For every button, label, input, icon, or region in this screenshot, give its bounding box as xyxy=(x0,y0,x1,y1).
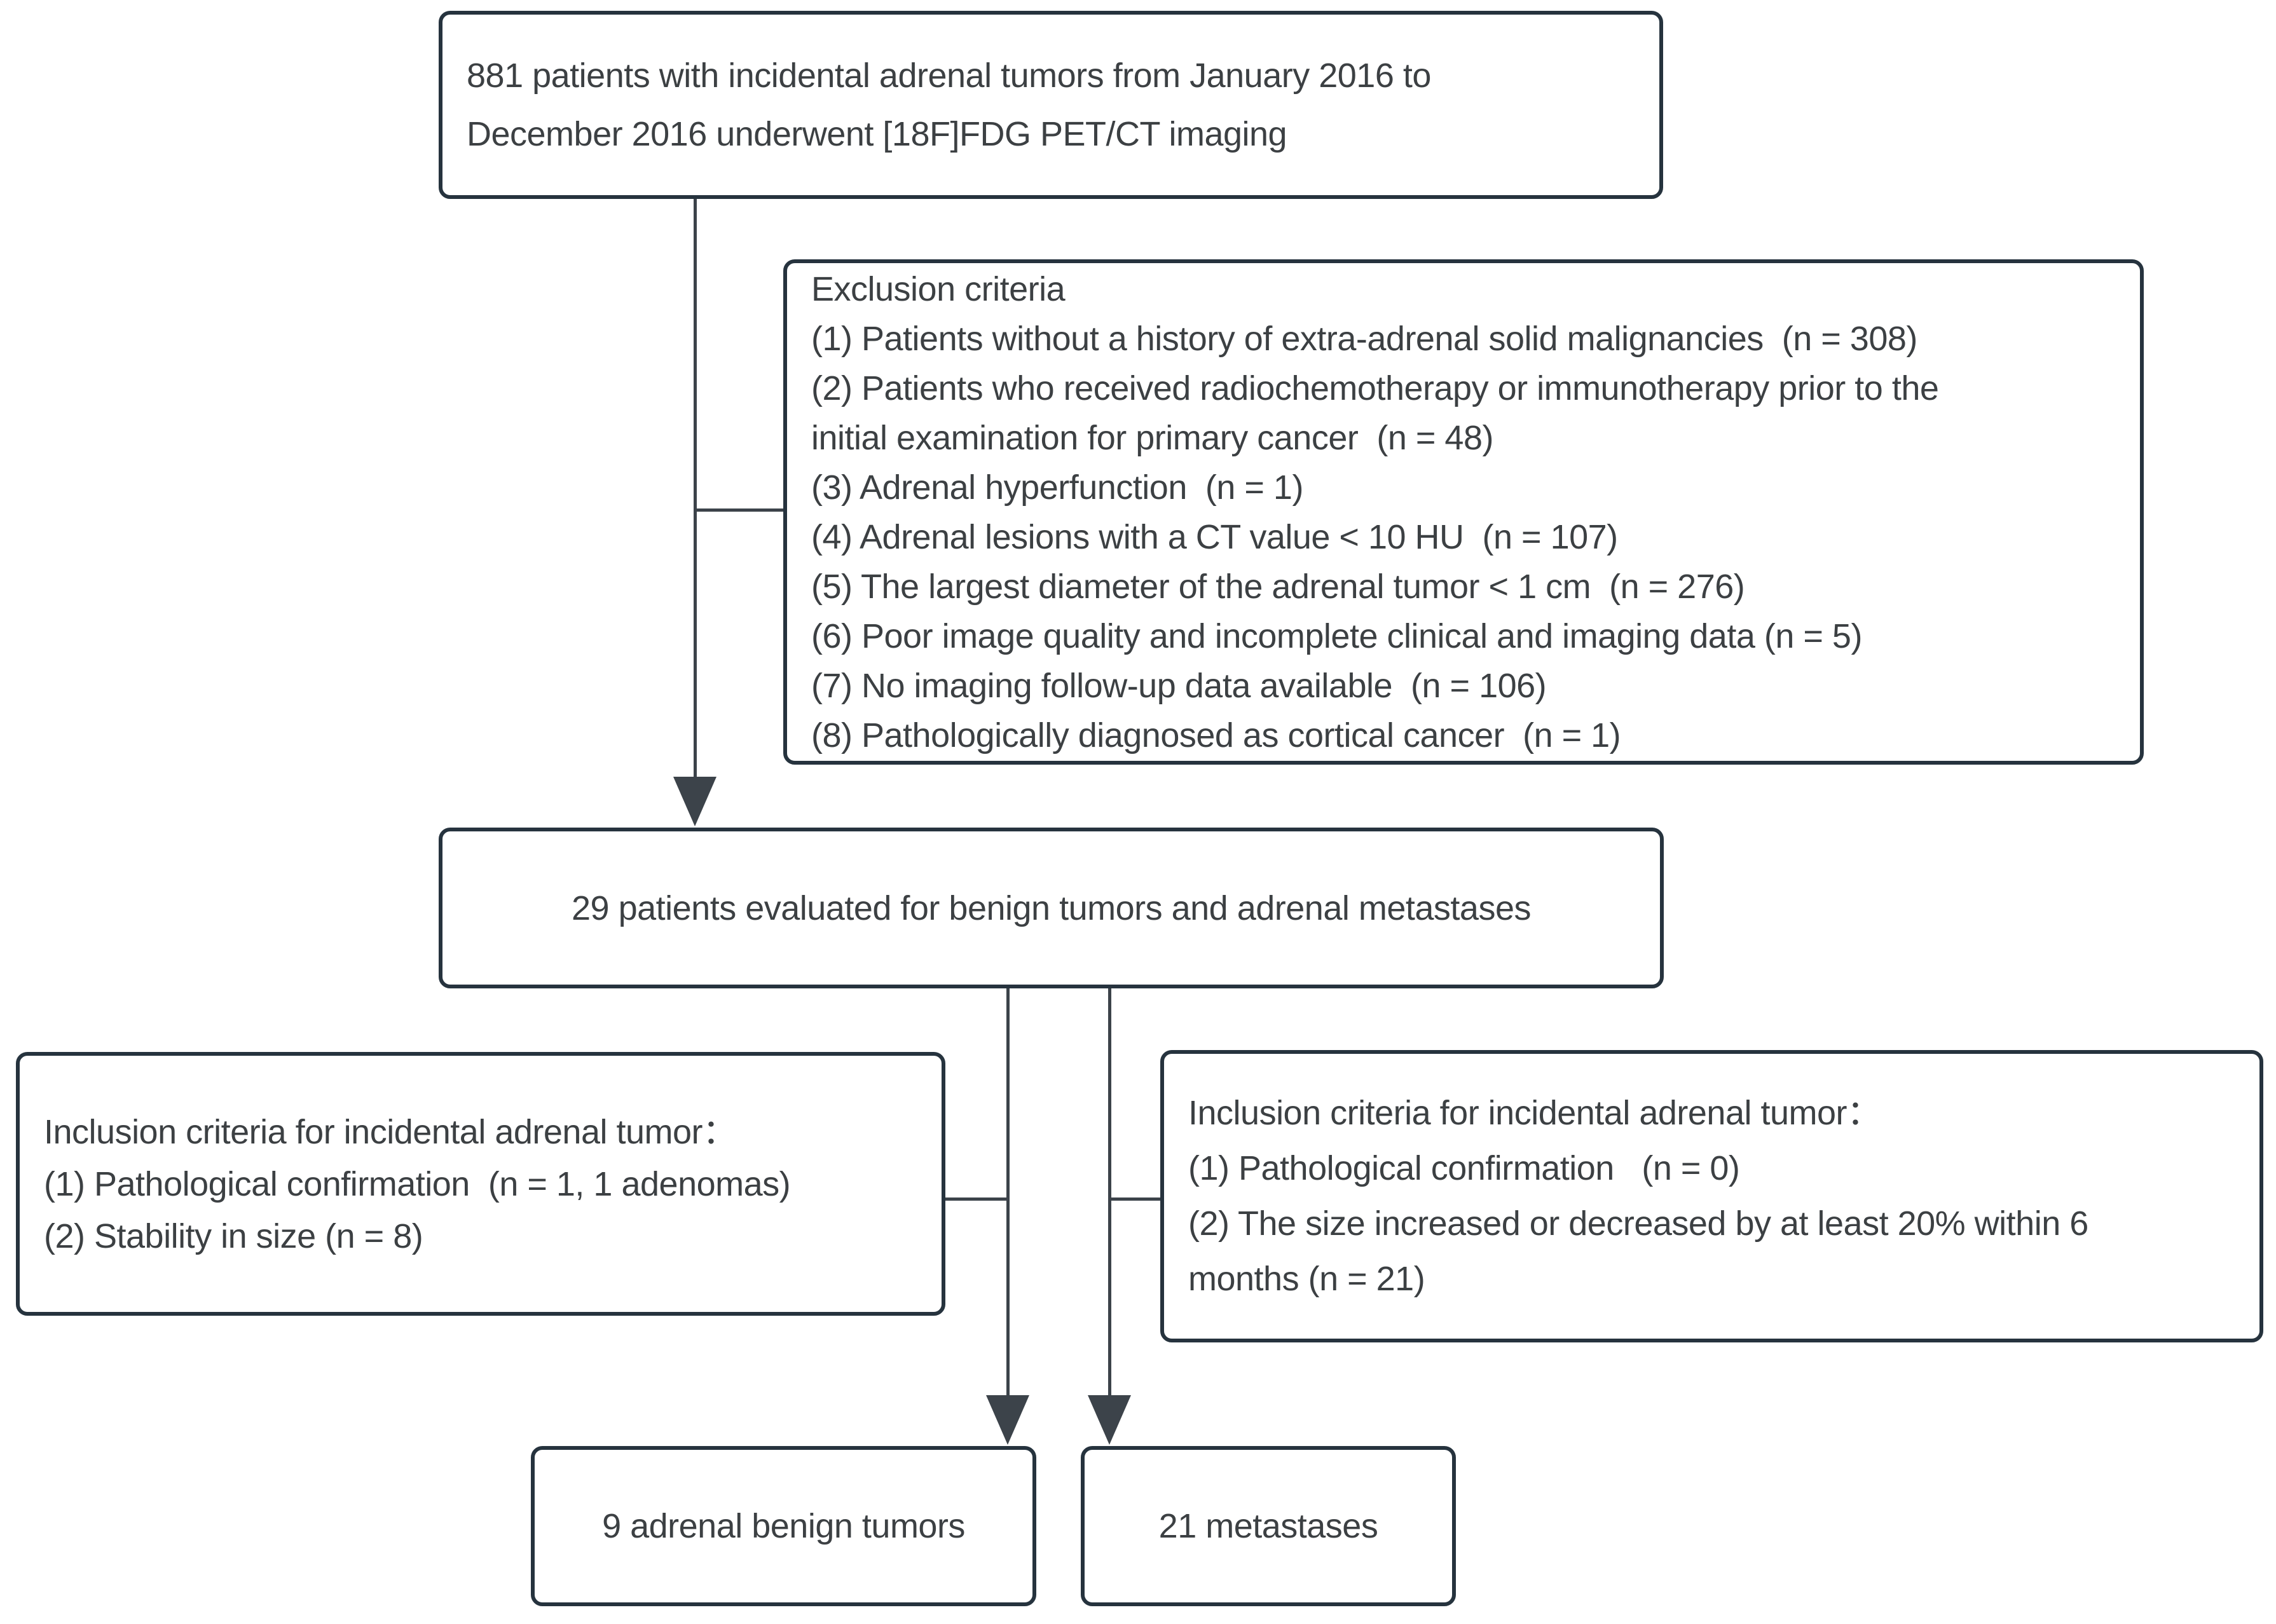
inclusion-benign-item-1: (1) Pathological confirmation (n = 1, 1 … xyxy=(44,1164,791,1203)
exclusion-item-5: (5) The largest diameter of the adrenal … xyxy=(811,567,1745,606)
evaluated-patients-text: 29 patients evaluated for benign tumors … xyxy=(572,889,1531,927)
connector-initial-to-evaluated xyxy=(694,199,697,777)
connector-to-exclusion xyxy=(695,508,783,512)
inclusion-benign-title: Inclusion criteria for incidental adrena… xyxy=(44,1112,737,1151)
box-exclusion-criteria: Exclusion criteria (1) Patients without … xyxy=(783,259,2144,765)
box-initial-cohort: 881 patients with incidental adrenal tum… xyxy=(439,11,1663,199)
connector-evaluated-to-metastases xyxy=(1108,988,1111,1395)
box-inclusion-criteria-metastases: Inclusion criteria for incidental adrena… xyxy=(1160,1050,2263,1342)
exclusion-item-3: (3) Adrenal hyperfunction (n = 1) xyxy=(811,468,1303,507)
metastases-text: 21 metastases xyxy=(1158,1507,1378,1545)
inclusion-benign-item-2: (2) Stability in size (n = 8) xyxy=(44,1217,423,1255)
box-metastases: 21 metastases xyxy=(1081,1446,1456,1606)
benign-tumors-text: 9 adrenal benign tumors xyxy=(602,1507,965,1545)
exclusion-item-2-cont: initial examination for primary cancer (… xyxy=(811,418,1493,457)
inclusion-mets-item-2-cont: months (n = 21) xyxy=(1188,1260,1425,1298)
box-evaluated-patients: 29 patients evaluated for benign tumors … xyxy=(439,828,1664,988)
arrowhead-benign-icon xyxy=(986,1395,1029,1445)
inclusion-mets-item-1: (1) Pathological confirmation (n = 0) xyxy=(1188,1149,1740,1187)
initial-cohort-line: 881 patients with incidental adrenal tum… xyxy=(467,57,1431,95)
inclusion-mets-item-2: (2) The size increased or decreased by a… xyxy=(1188,1204,2088,1243)
exclusion-item-1: (1) Patients without a history of extra-… xyxy=(811,319,1917,358)
arrowhead-evaluated-icon xyxy=(673,777,716,826)
box-inclusion-criteria-benign: Inclusion criteria for incidental adrena… xyxy=(16,1052,945,1316)
exclusion-item-6: (6) Poor image quality and incomplete cl… xyxy=(811,617,1862,655)
connector-inclusion-left xyxy=(945,1198,1010,1201)
connector-evaluated-to-benign xyxy=(1006,988,1010,1395)
exclusion-item-2: (2) Patients who received radiochemother… xyxy=(811,369,1939,407)
exclusion-title: Exclusion criteria xyxy=(811,270,1066,308)
arrowhead-metastases-icon xyxy=(1088,1395,1131,1445)
box-benign-tumors: 9 adrenal benign tumors xyxy=(531,1446,1036,1606)
exclusion-item-4: (4) Adrenal lesions with a CT value < 10… xyxy=(811,517,1618,556)
connector-inclusion-right xyxy=(1110,1198,1160,1201)
exclusion-item-8: (8) Pathologically diagnosed as cortical… xyxy=(811,716,1621,754)
exclusion-item-7: (7) No imaging follow-up data available … xyxy=(811,666,1547,705)
inclusion-mets-title: Inclusion criteria for incidental adrena… xyxy=(1188,1094,1881,1132)
initial-cohort-line: December 2016 underwent [18F]FDG PET/CT … xyxy=(467,115,1287,153)
